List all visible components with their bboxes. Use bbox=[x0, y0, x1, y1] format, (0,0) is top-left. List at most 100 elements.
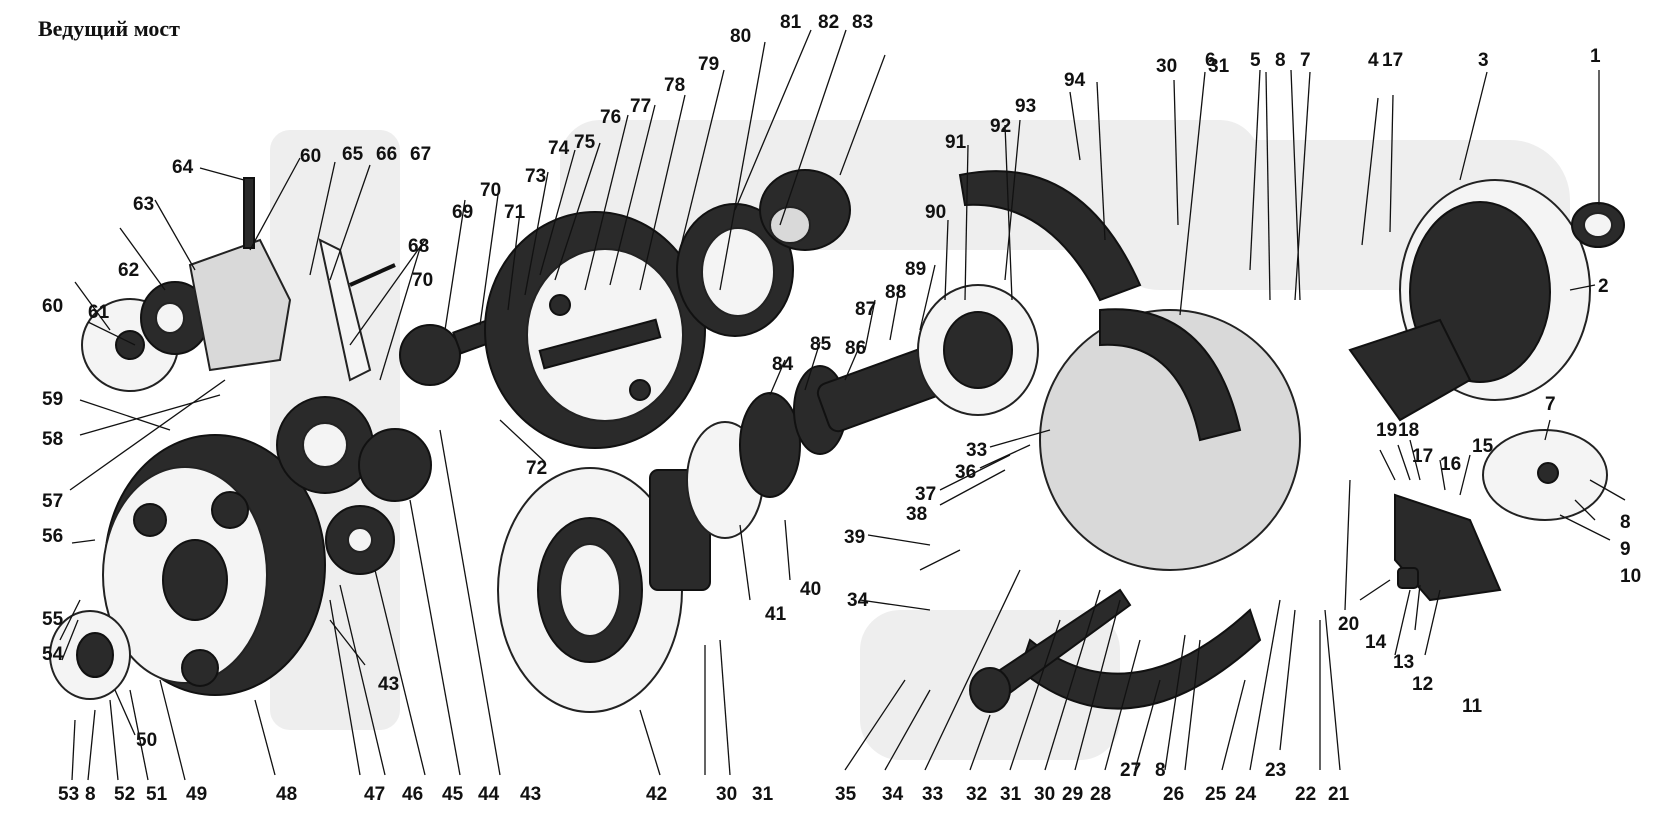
part-67-pin bbox=[349, 263, 396, 287]
callout-48: 48 bbox=[276, 784, 297, 805]
callout-70-top: 70 bbox=[480, 180, 501, 201]
callout-1: 1 bbox=[1590, 46, 1601, 67]
callout-41: 41 bbox=[765, 604, 787, 625]
part-6-brake-shoe bbox=[1099, 308, 1242, 442]
callout-65: 65 bbox=[342, 144, 364, 165]
callout-59: 59 bbox=[42, 389, 63, 410]
callout-8-top: 8 bbox=[1275, 50, 1286, 71]
part-69-gear bbox=[399, 324, 461, 386]
callout-88: 88 bbox=[885, 282, 906, 303]
callout-94: 94 bbox=[1064, 70, 1086, 91]
part-48-drum-hub bbox=[162, 539, 228, 621]
callout-78: 78 bbox=[664, 75, 685, 96]
callout-6: 6 bbox=[1205, 50, 1216, 71]
part-ring-hole-b bbox=[629, 379, 651, 401]
callout-8-right: 8 bbox=[1620, 512, 1631, 533]
callout-56: 56 bbox=[42, 526, 63, 547]
part-94-brake-drum bbox=[958, 170, 1142, 302]
callout-2: 2 bbox=[1598, 276, 1609, 297]
part-62-hub bbox=[155, 302, 185, 334]
callout-66: 66 bbox=[376, 144, 397, 165]
callout-42: 42 bbox=[646, 784, 667, 805]
callout-4: 4 bbox=[1368, 50, 1379, 71]
part-82-hub-bore bbox=[769, 206, 811, 244]
callout-74: 74 bbox=[548, 138, 570, 159]
callout-83: 83 bbox=[852, 12, 873, 33]
callout-27: 27 bbox=[1120, 760, 1141, 781]
callout-64: 64 bbox=[172, 157, 194, 178]
part-48-hole-b bbox=[133, 503, 167, 537]
part-11-bracket bbox=[1394, 493, 1502, 602]
callout-37: 37 bbox=[915, 484, 936, 505]
callout-68: 68 bbox=[408, 236, 429, 257]
callout-43-mid: 43 bbox=[378, 674, 399, 695]
leader-lines bbox=[59, 29, 1626, 781]
diagram-title: Ведущий мост bbox=[38, 16, 180, 41]
callout-52: 52 bbox=[114, 784, 135, 805]
callout-75: 75 bbox=[574, 132, 596, 153]
part-bracket bbox=[1348, 318, 1472, 422]
callout-51: 51 bbox=[146, 784, 168, 805]
callout-53: 53 bbox=[58, 784, 79, 805]
callout-90: 90 bbox=[925, 202, 946, 223]
callout-39: 39 bbox=[844, 527, 865, 548]
callout-30-bottom-mid: 30 bbox=[716, 784, 737, 805]
callout-8-bottom-left: 8 bbox=[85, 784, 96, 805]
callout-82: 82 bbox=[818, 12, 839, 33]
callout-89: 89 bbox=[905, 259, 926, 280]
callout-40: 40 bbox=[800, 579, 821, 600]
callout-11: 11 bbox=[1462, 696, 1483, 717]
callout-79: 79 bbox=[698, 54, 719, 75]
callout-34-bottom: 34 bbox=[882, 784, 904, 805]
callout-7-top: 7 bbox=[1300, 50, 1311, 71]
callout-60-top: 60 bbox=[300, 146, 321, 167]
callout-22: 22 bbox=[1295, 784, 1316, 805]
callout-33-mid: 33 bbox=[966, 440, 987, 461]
callout-93: 93 bbox=[1015, 96, 1036, 117]
callout-71: 71 bbox=[504, 202, 526, 223]
callout-23: 23 bbox=[1265, 760, 1286, 781]
part-44-gear bbox=[358, 428, 432, 502]
callout-63: 63 bbox=[133, 194, 154, 215]
callout-80: 80 bbox=[730, 26, 751, 47]
callout-49: 49 bbox=[186, 784, 207, 805]
callout-28: 28 bbox=[1090, 784, 1111, 805]
callout-57: 57 bbox=[42, 491, 63, 512]
part-14-nut bbox=[1397, 567, 1419, 589]
callout-61: 61 bbox=[88, 302, 110, 323]
callout-54: 54 bbox=[42, 644, 64, 665]
parts bbox=[49, 169, 1625, 713]
part-47-gear-center bbox=[302, 422, 348, 468]
part-65-lever bbox=[318, 238, 372, 382]
callout-73: 73 bbox=[525, 166, 546, 187]
callout-15: 15 bbox=[1472, 436, 1494, 457]
callout-13: 13 bbox=[1393, 652, 1414, 673]
callout-55: 55 bbox=[42, 609, 64, 630]
callout-43-bottom: 43 bbox=[520, 784, 541, 805]
callout-62: 62 bbox=[118, 260, 139, 281]
callout-91: 91 bbox=[945, 132, 967, 153]
callout-50: 50 bbox=[136, 730, 157, 751]
callout-17-top: 17 bbox=[1382, 50, 1403, 71]
part-32-lever-head bbox=[969, 667, 1011, 713]
callout-8-lower: 8 bbox=[1155, 760, 1166, 781]
callout-58: 58 bbox=[42, 429, 63, 450]
part-45-gear-center bbox=[347, 527, 373, 553]
callout-86: 86 bbox=[845, 338, 866, 359]
callout-81: 81 bbox=[780, 12, 802, 33]
callout-14: 14 bbox=[1365, 632, 1387, 653]
part-84-disc bbox=[739, 392, 801, 498]
callout-45: 45 bbox=[442, 784, 464, 805]
callout-16: 16 bbox=[1440, 454, 1461, 475]
callout-25: 25 bbox=[1205, 784, 1227, 805]
callout-34-mid: 34 bbox=[847, 590, 869, 611]
part-64-bolt bbox=[243, 177, 255, 249]
callout-31-bottom-mid: 31 bbox=[752, 784, 774, 805]
callout-47: 47 bbox=[364, 784, 385, 805]
callout-17-right: 17 bbox=[1412, 446, 1433, 467]
part-75-axle bbox=[538, 318, 662, 370]
callout-19: 19 bbox=[1376, 420, 1397, 441]
callout-67: 67 bbox=[410, 144, 431, 165]
callout-30-top: 30 bbox=[1156, 56, 1177, 77]
